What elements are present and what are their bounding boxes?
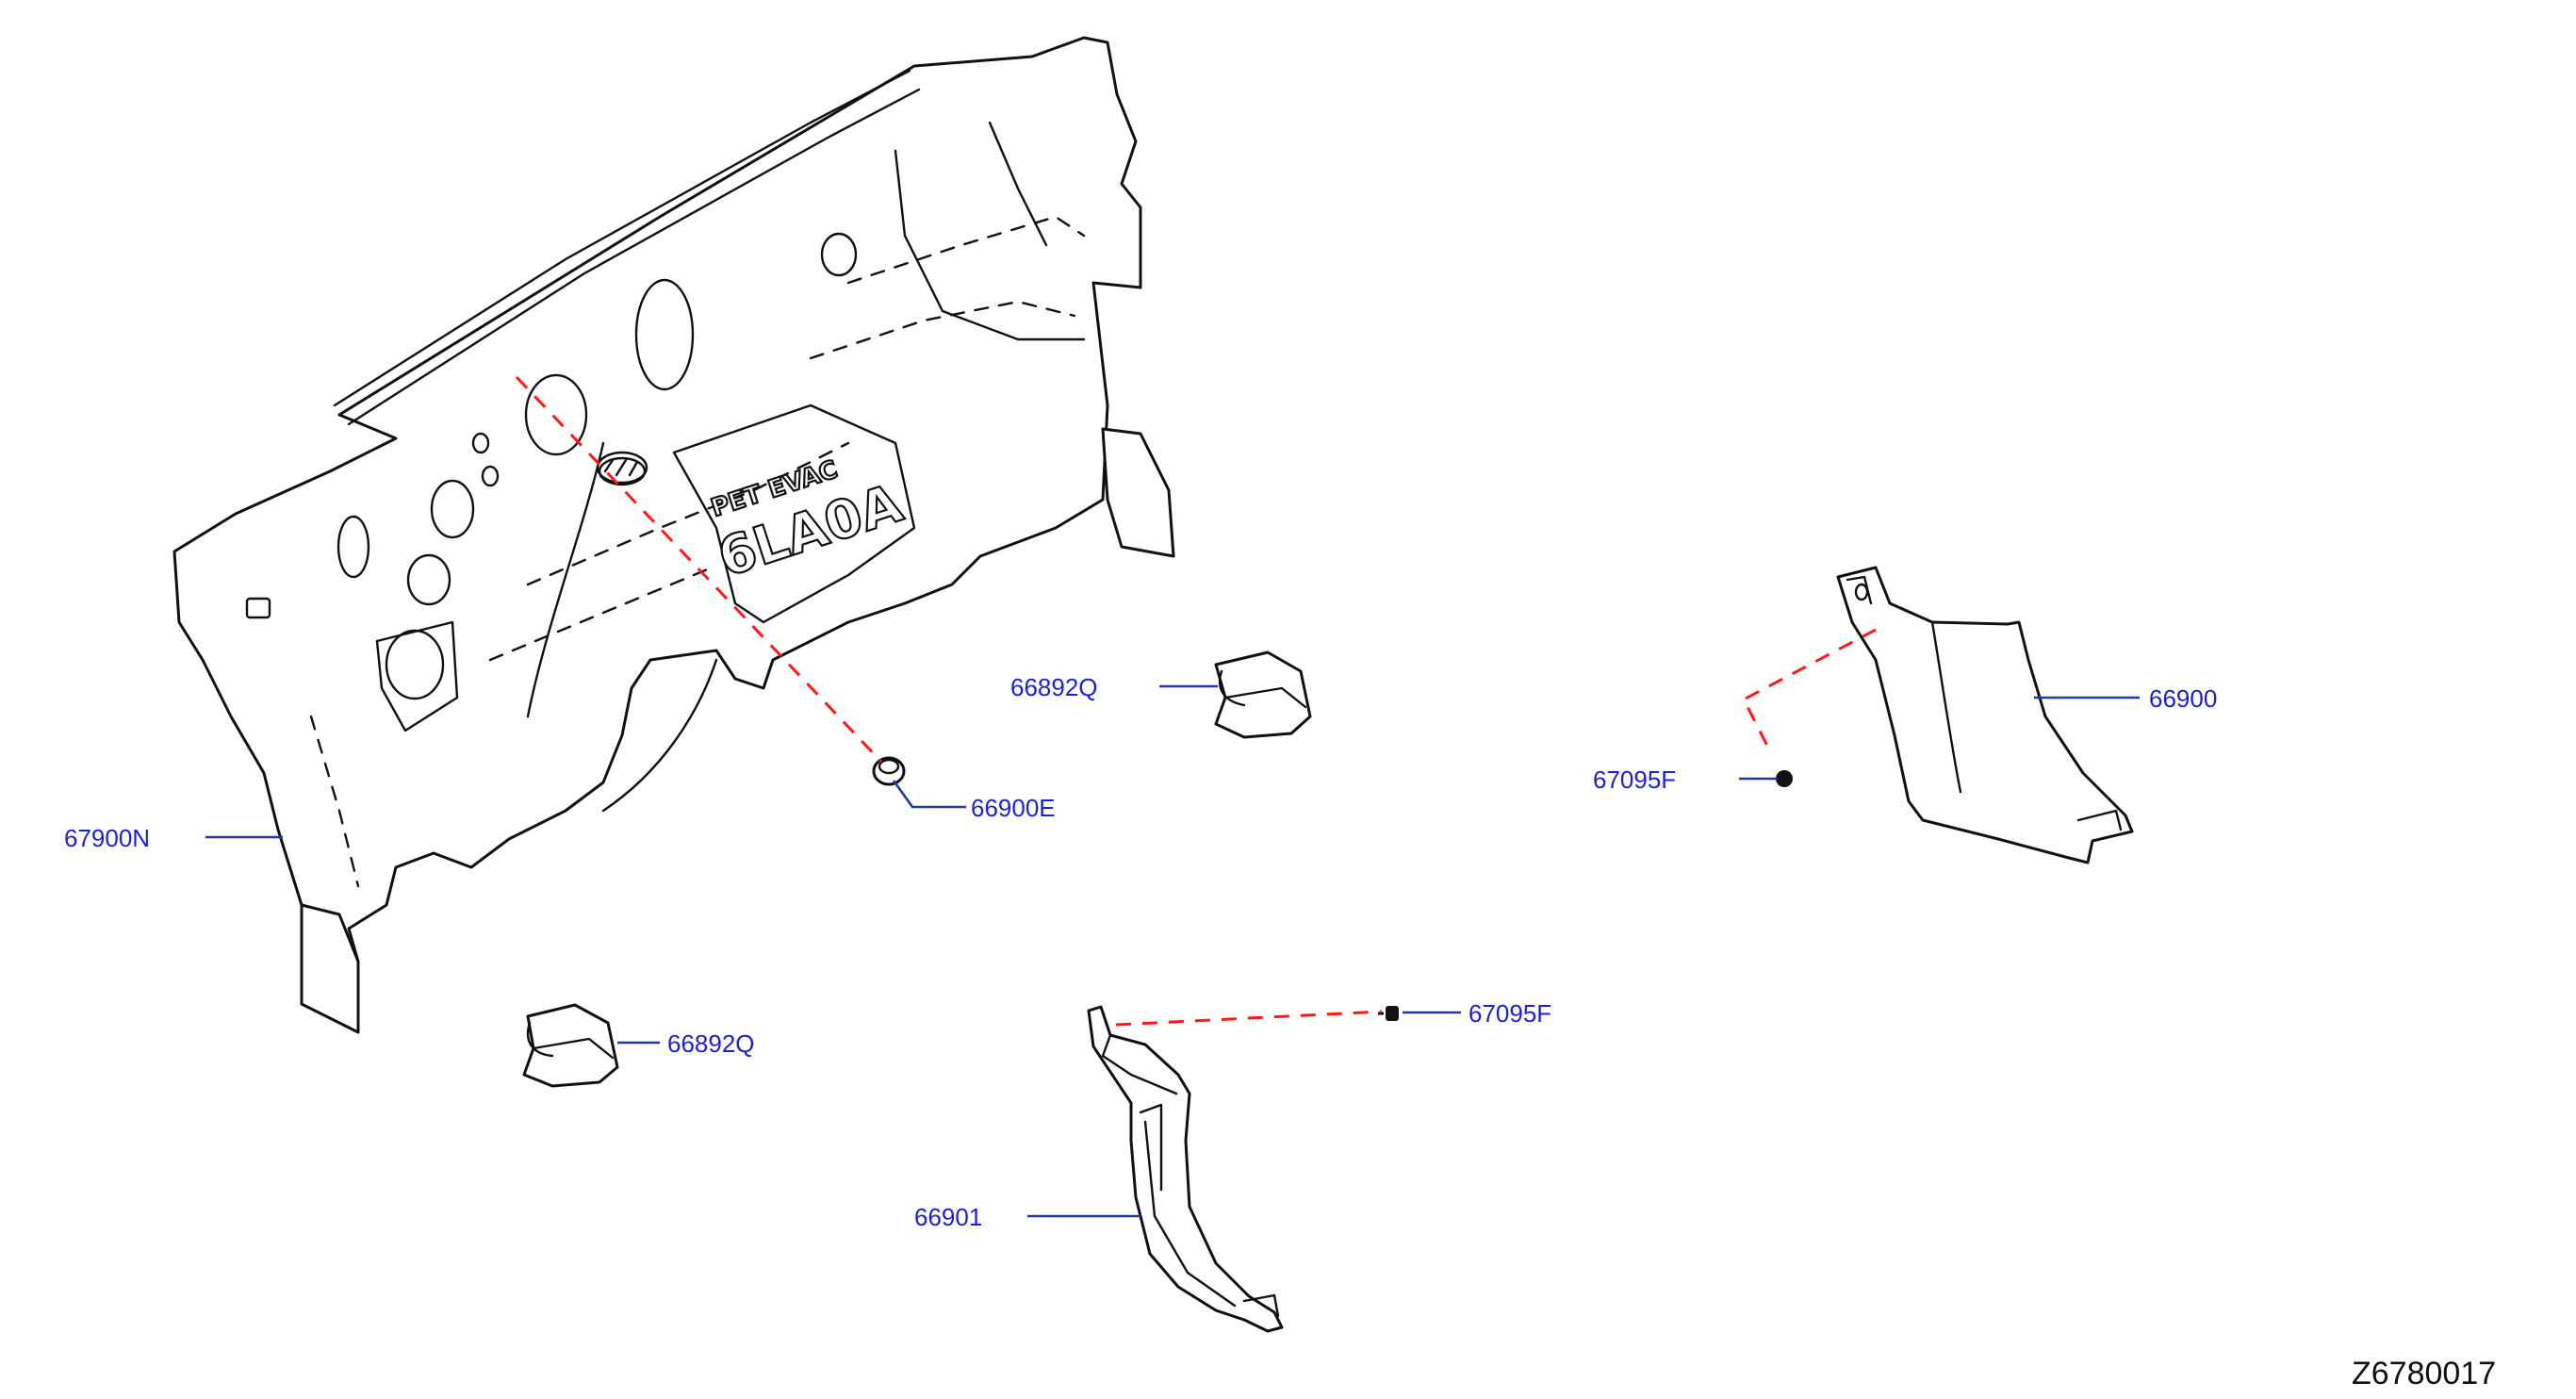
grommet-part	[872, 756, 906, 786]
drawing-number: Z6780017	[2352, 1356, 2496, 1391]
callout-66901[interactable]: 66901	[914, 1203, 982, 1231]
callout-67900N[interactable]: 67900N	[64, 824, 150, 852]
dash-side-trim-left-part	[1087, 1005, 1284, 1333]
reference-dash-line-right-clip	[1741, 628, 1877, 750]
callout-66900[interactable]: 66900	[2149, 684, 2217, 713]
callout-66892Q-top[interactable]: 66892Q	[1010, 673, 1098, 701]
callout-67095F-right[interactable]: 67095F	[1593, 765, 1676, 794]
clip-part-bottom	[522, 1003, 619, 1088]
leader-66900E	[892, 780, 966, 809]
reference-dash-line-grommet	[515, 375, 883, 764]
callout-66892Q-bottom[interactable]: 66892Q	[667, 1029, 755, 1058]
callout-67095F-middle[interactable]: 67095F	[1468, 999, 1551, 1028]
push-clip-right-part	[1776, 770, 1793, 787]
dash-side-trim-right-part	[1836, 566, 2134, 864]
clip-part-top	[1214, 650, 1312, 739]
dash-insulator-part: PET EVAC 6LA0A	[172, 36, 1175, 1034]
reference-dash-line-middle-clip	[1115, 1010, 1383, 1027]
push-clip-middle-part	[1378, 1006, 1399, 1021]
callout-66900E[interactable]: 66900E	[971, 794, 1056, 822]
